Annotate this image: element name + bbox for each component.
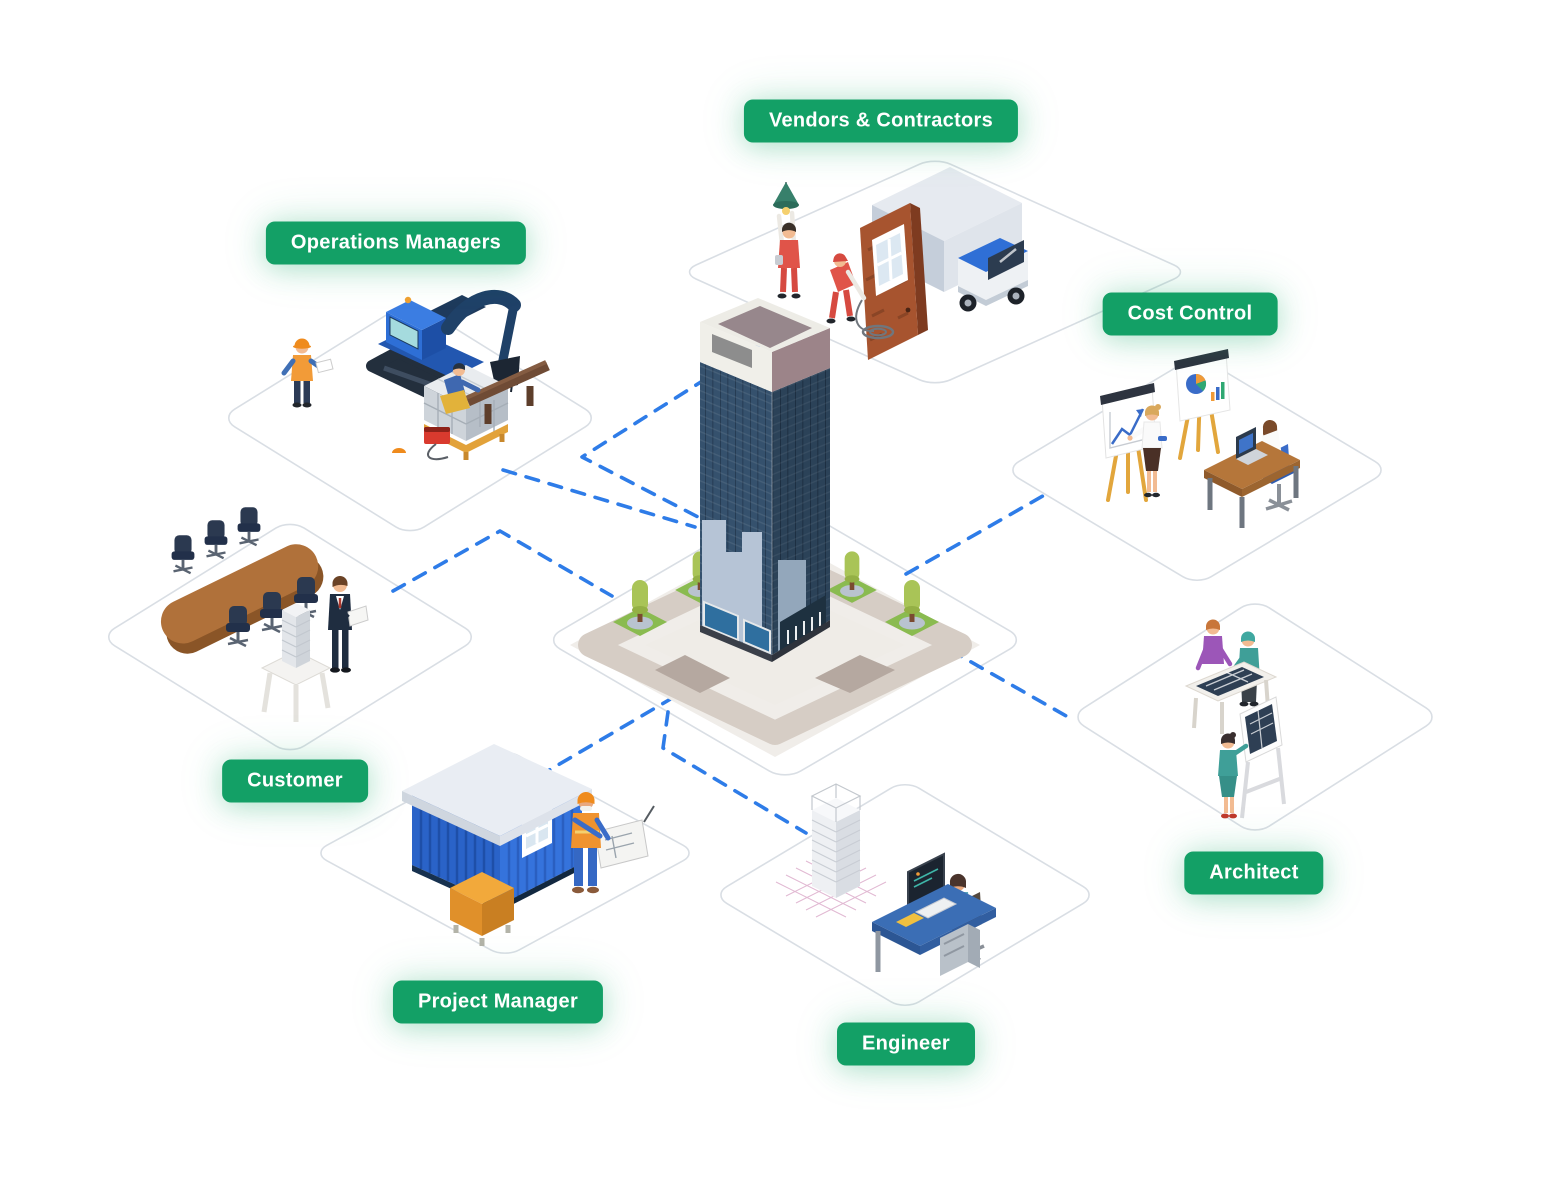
scene-cost-control xyxy=(1100,349,1300,528)
connector-project-manager xyxy=(544,695,676,774)
badge-cost-control: Cost Control xyxy=(1102,292,1278,336)
pie-chart-easel xyxy=(1174,349,1231,460)
plaza-driveway-right xyxy=(815,655,895,693)
brick-door-panel xyxy=(860,203,928,360)
scene-vendors xyxy=(773,167,1028,360)
badge-project-manager: Project Manager xyxy=(392,980,604,1024)
badge-architect: Architect xyxy=(1184,851,1324,895)
building-model-3d xyxy=(810,783,862,898)
chair xyxy=(236,505,262,547)
orange-crate xyxy=(450,872,514,946)
project-manager-worker xyxy=(571,792,655,894)
drafting-table xyxy=(1184,661,1278,734)
conference-table-chairs xyxy=(160,505,324,654)
electrician-with-lamp xyxy=(773,182,801,299)
connector-customer xyxy=(391,529,614,598)
presenter xyxy=(1127,404,1167,498)
tile-engineer xyxy=(713,780,1098,1010)
chair xyxy=(170,533,196,575)
badge-engineer: Engineer xyxy=(837,1022,975,1066)
scene-engineer xyxy=(775,783,996,976)
scene-architect xyxy=(1184,619,1286,819)
plaza-driveway-left xyxy=(655,655,730,693)
chair xyxy=(203,518,229,560)
skyscraper xyxy=(700,298,830,662)
badge-operations-managers: Operations Managers xyxy=(265,221,527,265)
connector-operations xyxy=(501,468,697,529)
scene-project-manager xyxy=(402,744,655,946)
door-installer xyxy=(826,253,895,340)
central-building-scene xyxy=(570,298,980,757)
connector-architect xyxy=(948,648,1070,719)
analyst-desk xyxy=(1204,419,1300,528)
engineer-desk xyxy=(872,852,996,976)
connector-cost-control xyxy=(904,491,1050,576)
architect-purple xyxy=(1195,619,1233,671)
site-supervisor xyxy=(281,338,334,408)
welder-and-beam xyxy=(392,360,550,461)
badge-vendors-contractors: Vendors & Contractors xyxy=(743,99,1019,143)
architect-woman xyxy=(1218,732,1249,819)
scene-operations xyxy=(281,290,550,461)
blueprint-easel xyxy=(1239,696,1286,819)
line-chart-easel xyxy=(1100,383,1157,502)
building-model-stand xyxy=(260,603,332,722)
businessman xyxy=(328,575,369,673)
scene-customer xyxy=(160,505,369,722)
connector-engineer xyxy=(661,710,808,835)
badge-customer: Customer xyxy=(222,759,368,803)
